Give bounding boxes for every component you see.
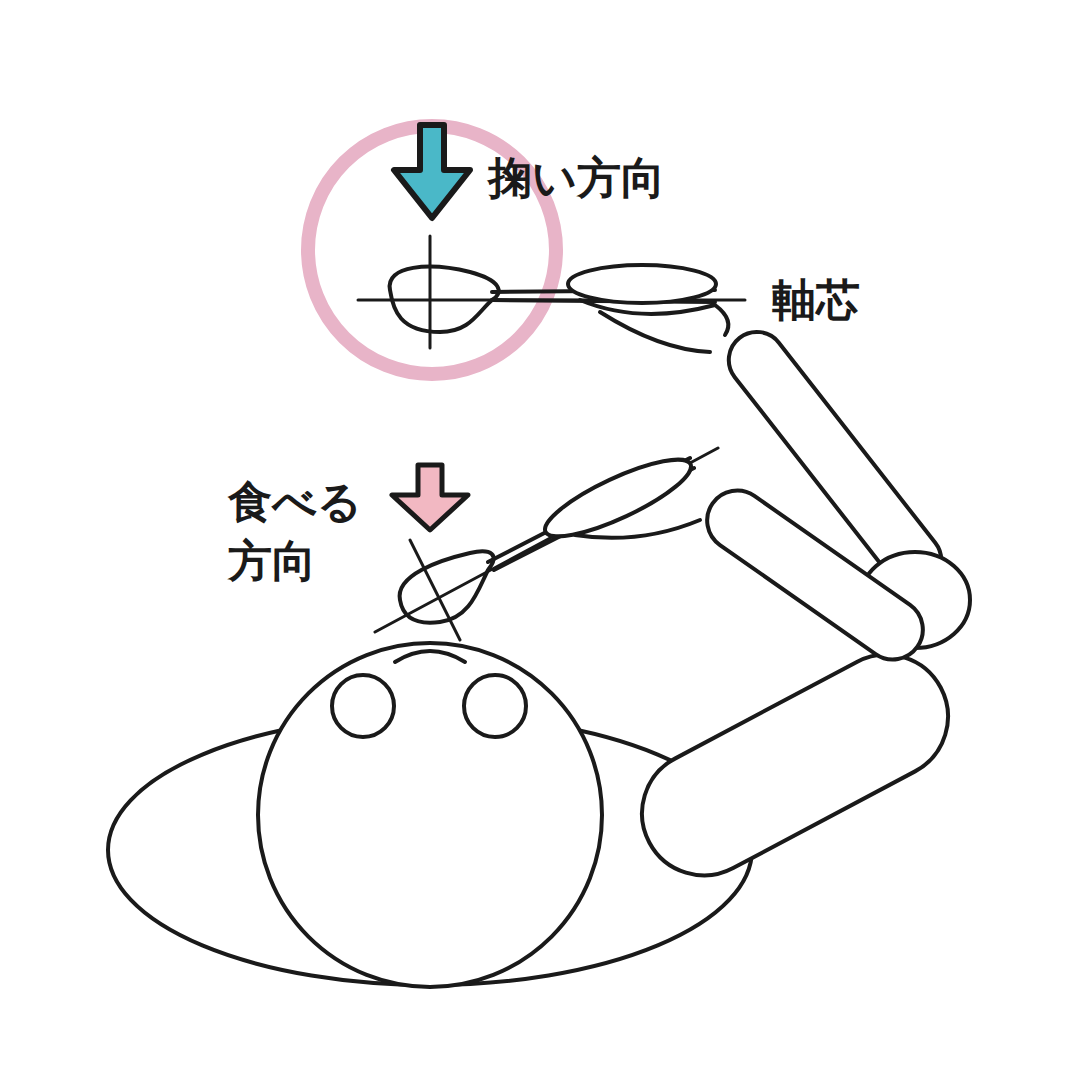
nose xyxy=(395,651,465,662)
direction-label: 掬い方向 xyxy=(488,148,718,207)
finger xyxy=(575,520,700,538)
axis-line xyxy=(410,540,460,640)
head xyxy=(258,643,602,987)
spoon-bowl xyxy=(400,551,494,622)
finger xyxy=(537,446,699,550)
spoon-bowl xyxy=(390,267,499,332)
finger xyxy=(600,312,710,352)
finger xyxy=(568,265,716,303)
finger xyxy=(580,300,728,335)
eye xyxy=(464,675,526,737)
direction-arrow xyxy=(392,465,468,530)
axis-label: 軸芯 xyxy=(772,270,882,329)
forearm xyxy=(695,479,934,672)
direction-label: 食べる 方向 xyxy=(228,472,378,591)
upper-arm xyxy=(620,633,970,897)
direction-arrow xyxy=(394,125,470,218)
eye xyxy=(332,675,394,737)
